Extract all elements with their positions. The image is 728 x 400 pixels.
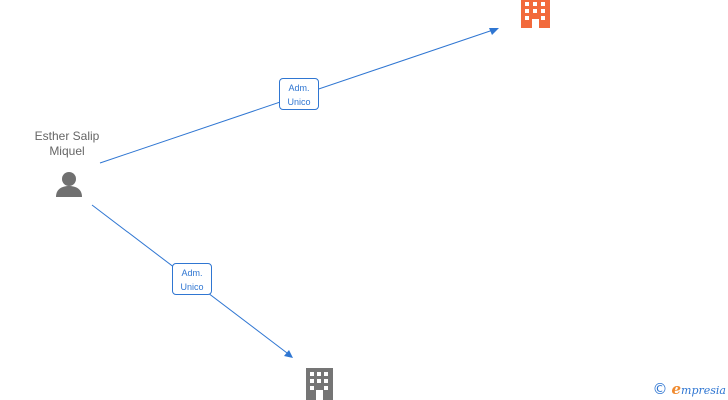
person-name-label[interactable]: Esther Salip Miquel bbox=[17, 129, 117, 159]
edge-role-label[interactable]: Adm. Unico bbox=[279, 78, 319, 110]
building-icon[interactable] bbox=[521, 0, 550, 28]
brand-rest: mpresia bbox=[681, 384, 726, 397]
brand-initial: e bbox=[671, 380, 682, 398]
role-line-1: Adm. bbox=[288, 83, 310, 93]
person-icon[interactable] bbox=[56, 172, 82, 197]
person-name-line-2: Miquel bbox=[49, 144, 85, 158]
brand-name: empresia bbox=[671, 380, 726, 398]
role-line-2: Unico bbox=[180, 282, 204, 292]
role-line-2: Unico bbox=[287, 97, 311, 107]
empresia-watermark[interactable]: © empresia bbox=[652, 380, 726, 398]
role-line-1: Adm. bbox=[181, 268, 203, 278]
arrowhead-top bbox=[489, 28, 499, 35]
person-name-line-1: Esther Salip bbox=[34, 129, 100, 143]
building-icon[interactable] bbox=[306, 368, 333, 400]
arrowhead-bottom bbox=[284, 350, 293, 358]
copyright-icon: © bbox=[652, 380, 668, 398]
edge-role-label[interactable]: Adm. Unico bbox=[172, 263, 212, 295]
